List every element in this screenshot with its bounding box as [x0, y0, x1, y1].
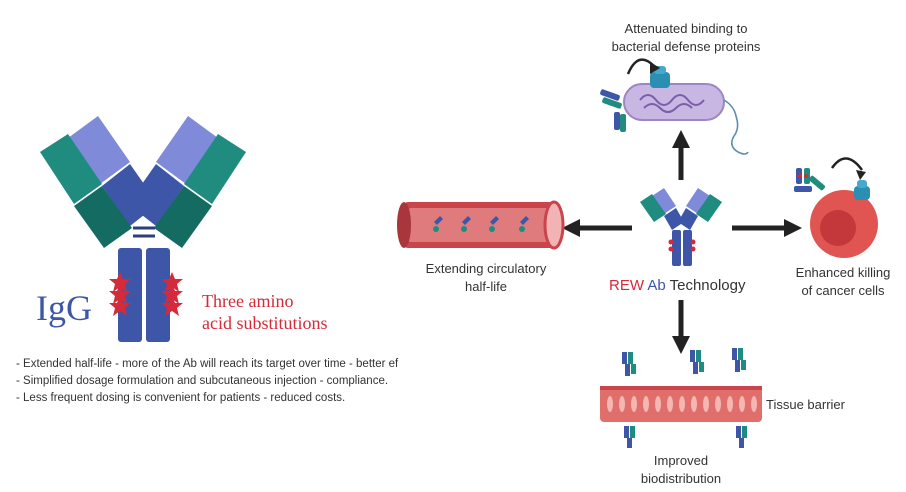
- igg-right-arm: [128, 116, 246, 248]
- rew-antibody-icon: [640, 188, 722, 266]
- hub-prefix: REW: [609, 277, 644, 294]
- bacterium-icon: [623, 58, 749, 155]
- substitutions-line-2: acid substitutions: [202, 313, 328, 333]
- hub-suffix: Technology: [669, 277, 746, 294]
- hub-label: REW Ab Technology: [609, 276, 746, 296]
- benefits-list: - Extended half-life - more of the Ab wi…: [16, 356, 401, 407]
- substitution-star-icons: [109, 272, 183, 316]
- igg-fc-left: [118, 248, 142, 342]
- igg-label: IgG: [36, 288, 92, 328]
- outcome-top-label: Attenuated binding to bacterial defense …: [586, 20, 786, 56]
- benefit-item: - Extended half-life - more of the Ab wi…: [16, 358, 399, 370]
- igg-hinge: [133, 226, 155, 238]
- substitutions-line-1: Three amino: [202, 291, 294, 311]
- igg-fc-right: [146, 248, 170, 342]
- outcome-left-line-2: half-life: [465, 279, 507, 294]
- outcome-bottom-line-1: Improved: [653, 453, 709, 468]
- substitutions-label: Three amino acid substitutions: [202, 290, 328, 334]
- outcome-bottom-line-2: biodistribution: [640, 471, 722, 486]
- outcome-right-line-1: Enhanced killing: [795, 265, 891, 280]
- outcome-left-label: Extending circulatory half-life: [396, 260, 576, 296]
- outcome-left-line-1: Extending circulatory: [425, 261, 547, 276]
- antibody-pair-top: [600, 89, 626, 132]
- tissue-barrier-icon: [600, 386, 762, 422]
- benefit-item: - Simplified dosage formulation and subc…: [16, 375, 389, 387]
- antibodies-above-barrier: [622, 348, 746, 376]
- outcome-right-label: Enhanced killing of cancer cells: [784, 264, 902, 300]
- outcome-top-line-1: Attenuated binding to: [624, 21, 748, 36]
- hub-ab: Ab: [647, 277, 666, 294]
- blood-vessel-icon: [397, 200, 565, 250]
- arrows: [562, 130, 802, 354]
- cancer-cell-icon: [810, 157, 878, 258]
- outcome-top-line-2: bacterial defense proteins: [611, 39, 761, 54]
- igg-left-arm: [40, 116, 158, 248]
- antibody-pair-right: [794, 168, 826, 192]
- tissue-barrier-label: Tissue barrier: [766, 397, 845, 412]
- benefit-item: - Less frequent dosing is convenient for…: [16, 392, 346, 404]
- outcome-bottom-label: Improved biodistribution: [606, 452, 756, 488]
- outcome-right-line-2: of cancer cells: [801, 283, 885, 298]
- antibodies-below-barrier: [624, 426, 747, 448]
